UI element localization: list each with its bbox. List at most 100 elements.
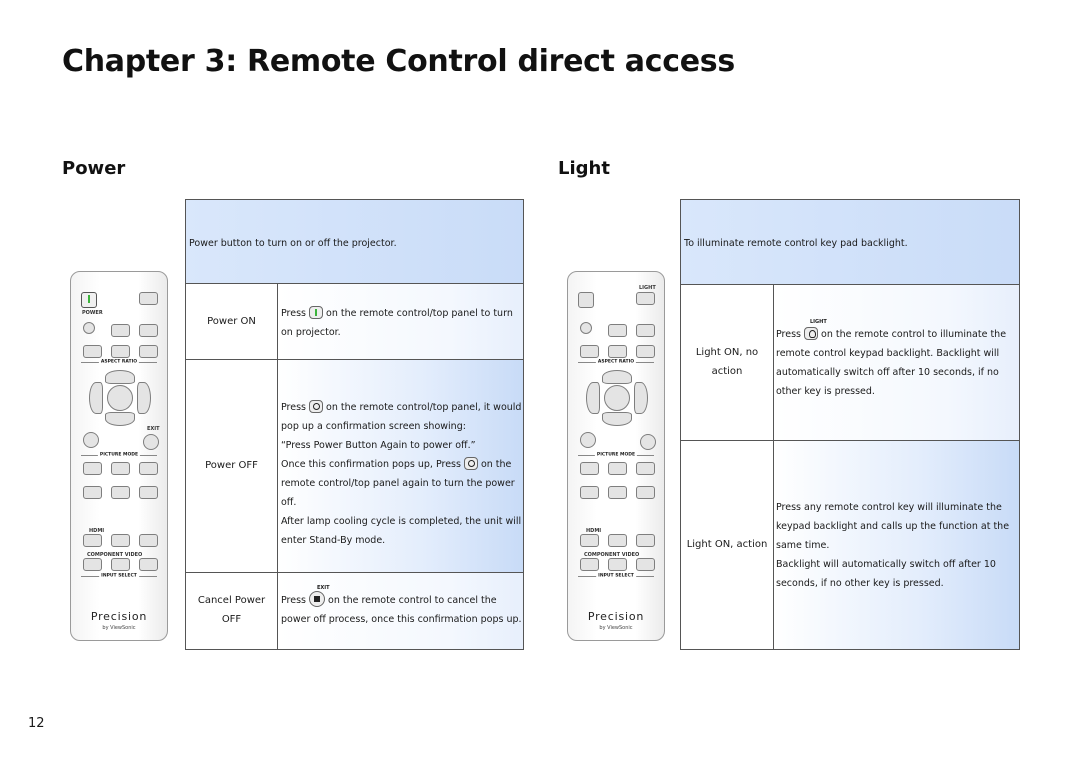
power-table-header: Power button to turn on or off the proje… xyxy=(186,200,523,283)
text: seconds, if no other key is pressed. xyxy=(776,578,944,589)
text: Once this confirmation pops up, Press xyxy=(281,459,461,470)
remote-button xyxy=(636,486,655,499)
remote-button xyxy=(111,486,130,499)
remote-button xyxy=(139,558,158,571)
remote-button xyxy=(111,534,130,547)
text: Press xyxy=(281,308,307,319)
remote-button xyxy=(608,345,627,358)
text: automatically switch off after 10 second… xyxy=(776,367,999,378)
remote-button xyxy=(580,462,599,475)
text: keypad backlight and calls up the functi… xyxy=(776,521,1010,532)
text: Light ON, no xyxy=(695,347,759,358)
remote-button xyxy=(83,558,102,571)
text: on the xyxy=(480,459,512,470)
light-button-remote xyxy=(636,292,655,305)
remote-label-picture-mode: PICTURE MODE xyxy=(97,452,141,458)
power-header-text: Power button to turn on or off the proje… xyxy=(189,238,397,249)
remote-button xyxy=(608,534,627,547)
text: After lamp cooling cycle is completed, t… xyxy=(281,516,522,527)
text: Press xyxy=(281,402,307,413)
text: on the remote control to cancel the xyxy=(328,595,497,606)
remote-button xyxy=(139,345,158,358)
remote-button xyxy=(580,345,599,358)
power-ring-button xyxy=(83,322,95,334)
remote-button xyxy=(636,558,655,571)
remote-divider: INPUT SELECT xyxy=(81,573,157,579)
remote-button xyxy=(111,462,130,475)
remote-control-illustration-power: POWER ASPECT RATIO EXIT PICTURE MODE HDM… xyxy=(70,271,168,641)
power-off-label: Power OFF xyxy=(205,460,258,471)
remote-divider: PICTURE MODE xyxy=(81,452,157,458)
remote-button xyxy=(111,558,130,571)
remote-button xyxy=(83,462,102,475)
text: OFF xyxy=(221,614,242,625)
text: other key is pressed. xyxy=(776,386,875,397)
remote-round-button xyxy=(83,432,99,448)
remote-divider: ASPECT RATIO xyxy=(81,359,157,365)
remote-button xyxy=(139,486,158,499)
sub-brand: by ViewSonic xyxy=(599,625,633,631)
light-on-action-description: Press any remote control key will illumi… xyxy=(774,441,1019,649)
text: pop up a confirmation screen showing: xyxy=(281,421,466,432)
remote-label-component-video: COMPONENT VIDEO xyxy=(584,552,640,558)
text: “Press Power Button Again to power off.” xyxy=(281,440,476,451)
text: action xyxy=(711,366,743,377)
remote-button xyxy=(608,486,627,499)
remote-divider: INPUT SELECT xyxy=(578,573,654,579)
dpad xyxy=(85,370,155,426)
light-table-header: To illuminate remote control key pad bac… xyxy=(681,200,1019,284)
power-button-remote xyxy=(81,292,97,308)
light-on-action-label: Light ON, action xyxy=(686,539,768,550)
remote-round-button xyxy=(640,434,656,450)
remote-button xyxy=(83,345,102,358)
text: on projector. xyxy=(281,327,341,338)
text: same time. xyxy=(776,540,830,551)
remote-button xyxy=(580,486,599,499)
dpad xyxy=(582,370,652,426)
remote-button xyxy=(139,292,158,305)
light-heading: Light xyxy=(558,158,610,179)
power-table: Power button to turn on or off the proje… xyxy=(185,199,524,650)
remote-button xyxy=(636,462,655,475)
power-on-label: Power ON xyxy=(207,316,256,327)
remote-round-button xyxy=(580,322,592,334)
light-bulb-icon xyxy=(804,327,819,340)
remote-button xyxy=(636,345,655,358)
remote-button xyxy=(578,292,594,308)
remote-label-hdmi: HDMI xyxy=(89,528,105,534)
brand-logo: Precision xyxy=(90,610,148,623)
text: Press xyxy=(281,595,307,606)
text: Press xyxy=(776,329,802,340)
text: on the remote control/top panel, it woul… xyxy=(326,402,522,413)
light-caption: LIGHT xyxy=(810,319,827,325)
remote-button xyxy=(608,324,627,337)
light-header-text: To illuminate remote control key pad bac… xyxy=(684,238,908,249)
remote-label-aspect-ratio: ASPECT RATIO xyxy=(595,359,637,365)
text: remote control/top panel again to turn t… xyxy=(281,478,515,508)
text: remote control keypad backlight. Backlig… xyxy=(776,348,1000,359)
remote-label-input-select: INPUT SELECT xyxy=(596,573,636,579)
remote-label-hdmi: HDMI xyxy=(586,528,602,534)
remote-round-button xyxy=(580,432,596,448)
text: enter Stand-By mode. xyxy=(281,535,386,546)
remote-button xyxy=(580,534,599,547)
remote-button xyxy=(111,324,130,337)
remote-button xyxy=(608,462,627,475)
remote-control-illustration-light: LIGHT ASPECT RATIO PICTURE MODE HDMI COM… xyxy=(567,271,665,641)
remote-label-picture-mode: PICTURE MODE xyxy=(594,452,638,458)
remote-button xyxy=(139,534,158,547)
light-table: To illuminate remote control key pad bac… xyxy=(680,199,1020,650)
remote-button xyxy=(139,324,158,337)
remote-button xyxy=(83,486,102,499)
remote-button xyxy=(111,345,130,358)
remote-button xyxy=(636,324,655,337)
remote-divider: ASPECT RATIO xyxy=(578,359,654,365)
power-heading: Power xyxy=(62,158,126,179)
remote-label-light: LIGHT xyxy=(639,285,656,291)
cancel-power-off-label: Cancel Power OFF xyxy=(186,591,277,629)
remote-button xyxy=(608,558,627,571)
exit-icon xyxy=(309,591,326,607)
